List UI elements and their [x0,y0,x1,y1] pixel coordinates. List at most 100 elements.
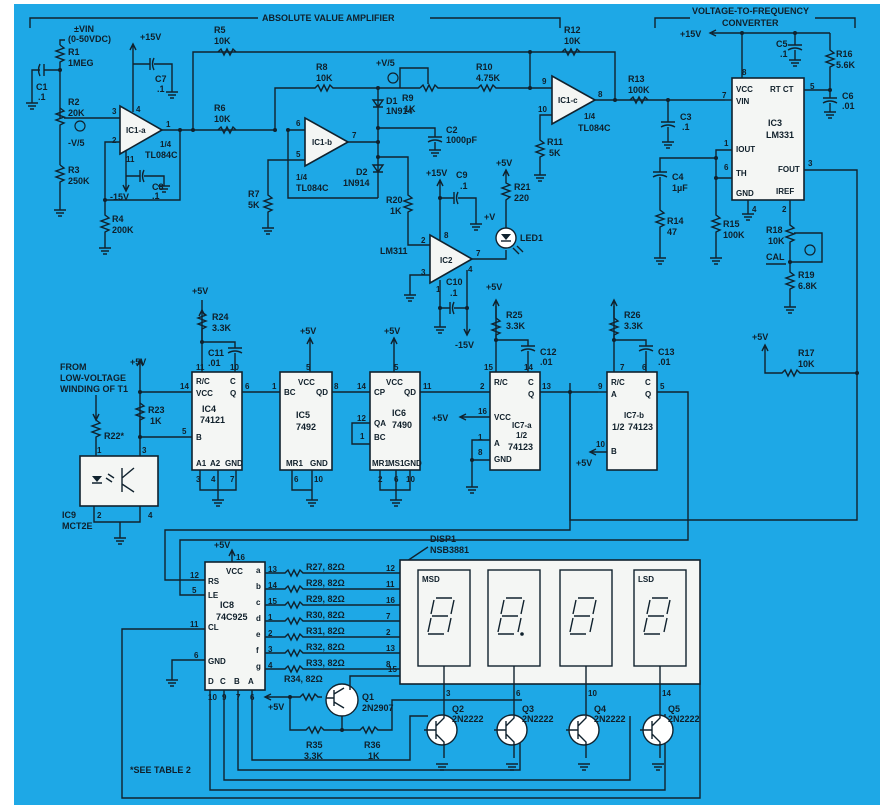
svg-text:1: 1 [272,382,277,391]
svg-text:.01: .01 [208,358,221,368]
svg-text:.1: .1 [780,49,788,59]
svg-text:20K: 20K [68,108,85,118]
resistor-R15 [710,200,722,265]
svg-text:1/4: 1/4 [296,173,308,182]
svg-text:MR1: MR1 [372,459,389,468]
svg-text:IC2: IC2 [440,256,453,265]
ic3-lm331: VCC VIN RT CT IOUT TH GND FOUT IREF IC3 … [569,29,859,521]
transistor-part: 2N2222 [522,714,554,724]
resistor-label: R33, 82Ω [306,658,345,668]
ic4-74121: R/C C VCC Q B IC4 74121 A1 A2 GND 11 10 … [180,286,280,507]
svg-text:QD: QD [404,388,416,397]
svg-text:R20: R20 [386,195,403,205]
svg-text:7: 7 [620,363,625,372]
svg-text:3.3K: 3.3K [624,321,644,331]
svg-text:D: D [208,677,214,686]
resistor-R12 [561,47,581,57]
svg-text:IC6: IC6 [392,408,406,418]
svg-text:11: 11 [190,620,199,629]
seven-segment-digit [497,597,525,636]
svg-text:TH: TH [736,169,747,178]
svg-text:R1: R1 [68,47,80,57]
svg-text:11: 11 [196,363,205,372]
svg-text:IC3: IC3 [768,118,782,128]
svg-text:1µF: 1µF [672,183,688,193]
svg-text:R21: R21 [514,182,531,192]
svg-text:TL084C: TL084C [145,150,178,160]
svg-text:3: 3 [268,645,273,654]
svg-text:IC9: IC9 [62,510,76,520]
svg-text:4: 4 [136,105,141,114]
svg-text:IC1-c: IC1-c [558,96,578,105]
svg-text:e: e [256,630,261,639]
svg-text:7: 7 [722,91,727,100]
svg-text:R7: R7 [248,189,260,199]
svg-text:FOUT: FOUT [778,165,800,174]
svg-text:LOW-VOLTAGE: LOW-VOLTAGE [60,373,126,383]
svg-text:+5V: +5V [752,332,768,342]
diode-D2 [371,164,385,174]
svg-text:R25: R25 [506,310,523,320]
svg-text:1: 1 [478,433,483,442]
svg-text:6: 6 [245,382,250,391]
svg-text:C1: C1 [36,82,48,92]
svg-text:VCC: VCC [226,567,243,576]
svg-text:14: 14 [268,581,277,590]
lsd-label: LSD [638,575,654,584]
svg-text:b: b [256,582,261,591]
svg-text:R19: R19 [798,270,815,280]
resistor-label: R30, 82Ω [306,610,345,620]
svg-text:1K: 1K [390,206,402,216]
svg-text:8: 8 [444,231,449,240]
svg-text:TL084C: TL084C [296,183,329,193]
ic9-optocoupler: FROM LOW-VOLTAGE WINDING OF T1 R22* 1 3 … [60,357,192,545]
svg-text:R34, 82Ω: R34, 82Ω [284,674,323,684]
resistor-r33 [265,664,400,674]
svg-text:1/2: 1/2 [612,422,625,432]
svg-text:IC7-b: IC7-b [624,411,644,420]
capacitor-C5 [787,33,803,67]
vfc-section-header: VOLTAGE-TO-FREQUENCY CONVERTER [654,6,856,28]
transistor-part: 2N2222 [594,714,626,724]
svg-text:5.6K: 5.6K [836,60,856,70]
svg-text:1000pF: 1000pF [446,135,478,145]
resistor-r32 [265,648,400,658]
pin-label: 12 [386,564,395,573]
vin-range-label: (0-50VDC) [68,34,111,44]
svg-text:NSB3881: NSB3881 [430,545,469,555]
svg-text:Q: Q [645,390,651,399]
svg-text:+5V: +5V [576,458,592,468]
resistor-label: R27, 82Ω [306,562,345,572]
svg-text:13: 13 [268,565,277,574]
resistor-R22 [90,419,102,456]
svg-text:.1: .1 [450,288,458,298]
svg-text:VCC: VCC [386,378,403,387]
resistor-R6 [217,125,237,135]
svg-text:-15V: -15V [455,340,474,350]
capacitor-C2 [378,127,443,157]
ic7b-74123: R/C C A Q B IC7-b 1/2 74123 7 6 9 5 10 R… [179,298,689,596]
svg-text:1/2: 1/2 [516,431,528,440]
svg-text:R/C: R/C [611,378,625,387]
svg-text:7: 7 [230,475,235,484]
svg-text:.01: .01 [540,357,553,367]
transistor-label: Q4 [594,704,606,714]
pin-label: 2 [386,628,391,637]
svg-text:IC1-b: IC1-b [312,138,332,147]
svg-text:10K: 10K [214,114,231,124]
transistor-label: Q3 [522,704,534,714]
svg-text:74121: 74121 [200,415,225,425]
svg-text:CL: CL [208,623,219,632]
svg-text:3: 3 [421,268,426,277]
svg-text:3.3K: 3.3K [212,323,232,333]
svg-text:C9: C9 [456,170,468,180]
svg-text:R16: R16 [836,49,853,59]
svg-text:A2: A2 [210,459,221,468]
svg-text:.01: .01 [842,101,855,111]
svg-text:10: 10 [314,475,323,484]
